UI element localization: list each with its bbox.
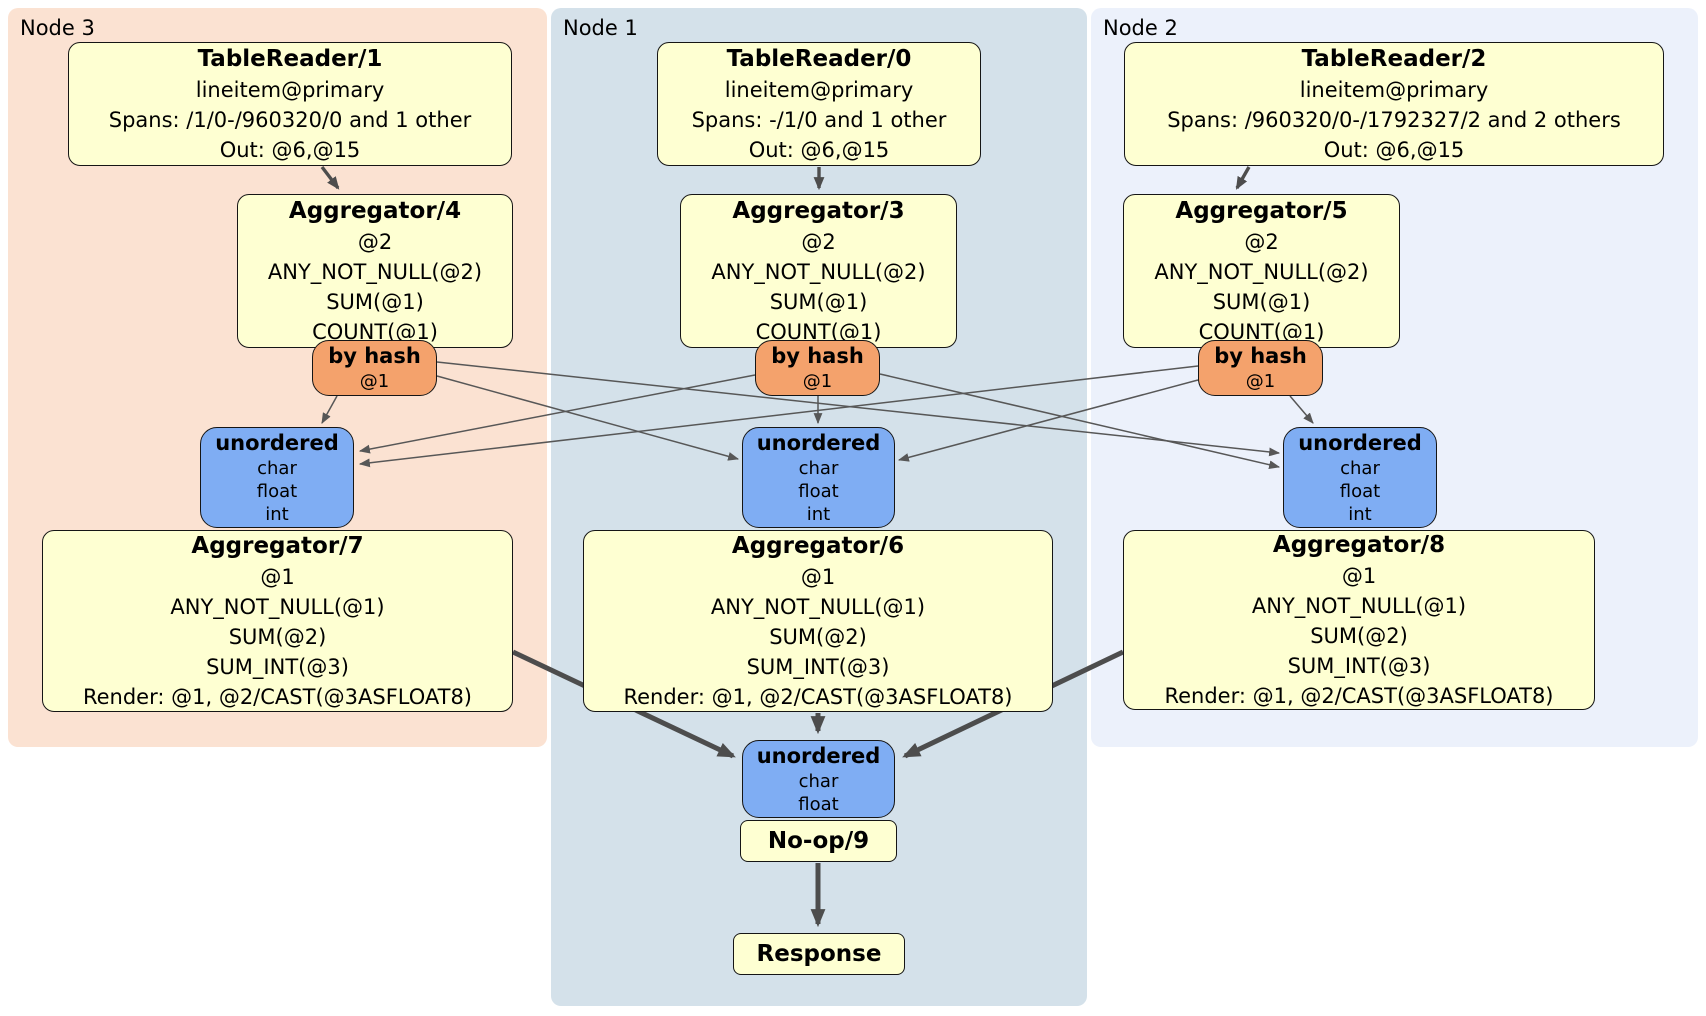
hash-router-node2: by hash @1 xyxy=(1198,340,1323,396)
aggregator-5-node: Aggregator/5 @2 ANY_NOT_NULL(@2) SUM(@1)… xyxy=(1123,194,1400,348)
aggregator-6-fn1: ANY_NOT_NULL(@1) xyxy=(710,595,926,619)
hash-router-node2-title: by hash xyxy=(1214,344,1307,368)
hash-router-node1-cols: @1 xyxy=(802,371,833,392)
unordered-sync-node3-col3: int xyxy=(265,503,289,525)
table-reader-0-index: lineitem@primary xyxy=(724,78,914,102)
unordered-sync-final-title: unordered xyxy=(756,743,881,768)
aggregator-7-render: Render: @1, @2/CAST(@3ASFLOAT8) xyxy=(82,685,473,709)
table-reader-1-node: TableReader/1 lineitem@primary Spans: /1… xyxy=(68,42,512,166)
unordered-sync-node3-col2: float xyxy=(256,480,298,502)
aggregator-4-title: Aggregator/4 xyxy=(288,198,462,224)
edge-tr2-agg5 xyxy=(1235,166,1251,190)
edge-router2-sync3 xyxy=(358,365,1199,468)
edge-router2-sync2 xyxy=(1289,395,1314,424)
edge-router3-sync2 xyxy=(436,361,1281,457)
aggregator-5-groupcols: @2 xyxy=(1244,230,1279,254)
table-reader-2-node: TableReader/2 lineitem@primary Spans: /9… xyxy=(1124,42,1664,166)
table-reader-0-spans: Spans: -/1/0 and 1 other xyxy=(691,108,947,132)
unordered-sync-final-col2: float xyxy=(798,793,839,815)
edge-tr1-agg4 xyxy=(320,165,340,190)
group-node-1-label: Node 1 xyxy=(563,16,638,40)
aggregator-7-title: Aggregator/7 xyxy=(191,533,364,559)
unordered-sync-node1-col2: float xyxy=(798,480,839,502)
unordered-sync-node2-col1: char xyxy=(1340,457,1380,479)
hash-router-node3-title: by hash xyxy=(328,344,421,368)
table-reader-2-out: Out: @6,@15 xyxy=(1323,138,1465,162)
unordered-sync-node1-col3: int xyxy=(806,503,831,525)
table-reader-2-spans: Spans: /960320/0-/1792327/2 and 2 others xyxy=(1167,108,1621,132)
edge-router1-sync2 xyxy=(879,373,1281,470)
aggregator-8-fn1: ANY_NOT_NULL(@1) xyxy=(1251,594,1467,618)
table-reader-0-title: TableReader/0 xyxy=(726,46,912,72)
hash-router-node3: by hash @1 xyxy=(312,340,437,396)
aggregator-4-groupcols: @2 xyxy=(357,230,393,254)
hash-router-node3-cols: @1 xyxy=(359,371,390,392)
unordered-sync-node3: unordered char float int xyxy=(200,427,354,528)
hash-router-node2-cols: @1 xyxy=(1245,371,1276,392)
unordered-sync-node3-col1: char xyxy=(257,457,297,479)
aggregator-7-fn2: SUM(@2) xyxy=(228,625,327,649)
unordered-sync-node3-title: unordered xyxy=(215,430,339,455)
table-reader-2-title: TableReader/2 xyxy=(1301,46,1487,72)
noop-node: No-op/9 xyxy=(740,820,897,862)
edge-router3-sync3 xyxy=(321,395,338,424)
aggregator-3-fn2: SUM(@1) xyxy=(769,290,868,314)
aggregator-7-fn3: SUM_INT(@3) xyxy=(206,655,349,679)
aggregator-7-groupcols: @1 xyxy=(260,565,295,589)
unordered-sync-node2-title: unordered xyxy=(1298,430,1422,455)
aggregator-8-fn2: SUM(@2) xyxy=(1310,624,1408,648)
group-node-2-label: Node 2 xyxy=(1103,16,1178,40)
aggregator-8-title: Aggregator/8 xyxy=(1272,532,1446,558)
aggregator-5-fn2: SUM(@1) xyxy=(1212,290,1311,314)
unordered-sync-node2-col2: float xyxy=(1339,480,1381,502)
aggregator-7-node: Aggregator/7 @1 ANY_NOT_NULL(@1) SUM(@2)… xyxy=(42,530,513,712)
aggregator-3-node: Aggregator/3 @2 ANY_NOT_NULL(@2) SUM(@1)… xyxy=(680,194,957,348)
response-node: Response xyxy=(733,933,905,975)
response-title: Response xyxy=(756,941,882,967)
unordered-sync-node1: unordered char float int xyxy=(742,427,895,528)
table-reader-0-out: Out: @6,@15 xyxy=(748,138,890,162)
table-reader-2-index: lineitem@primary xyxy=(1299,78,1489,102)
aggregator-6-fn2: SUM(@2) xyxy=(769,625,867,649)
aggregator-7-fn1: ANY_NOT_NULL(@1) xyxy=(170,595,385,619)
aggregator-4-fn2: SUM(@1) xyxy=(326,290,424,314)
unordered-sync-final-col1: char xyxy=(798,770,839,792)
aggregator-6-node: Aggregator/6 @1 ANY_NOT_NULL(@1) SUM(@2)… xyxy=(583,530,1053,712)
aggregator-4-fn1: ANY_NOT_NULL(@2) xyxy=(267,260,483,284)
aggregator-5-title: Aggregator/5 xyxy=(1175,198,1348,224)
table-reader-1-spans: Spans: /1/0-/960320/0 and 1 other xyxy=(108,108,472,132)
edge-router3-sync1 xyxy=(436,375,740,461)
aggregator-3-fn1: ANY_NOT_NULL(@2) xyxy=(711,260,926,284)
table-reader-1-out: Out: @6,@15 xyxy=(219,138,361,162)
edge-router1-sync3 xyxy=(358,374,756,454)
aggregator-8-fn3: SUM_INT(@3) xyxy=(1287,654,1431,678)
table-reader-0-node: TableReader/0 lineitem@primary Spans: -/… xyxy=(657,42,981,166)
aggregator-6-groupcols: @1 xyxy=(800,565,836,589)
aggregator-3-title: Aggregator/3 xyxy=(732,198,905,224)
group-node-3-label: Node 3 xyxy=(20,16,95,40)
unordered-sync-final: unordered char float xyxy=(742,740,895,818)
hash-router-node1: by hash @1 xyxy=(755,340,880,396)
aggregator-8-node: Aggregator/8 @1 ANY_NOT_NULL(@1) SUM(@2)… xyxy=(1123,530,1595,710)
table-reader-1-index: lineitem@primary xyxy=(195,78,385,102)
unordered-sync-node2: unordered char float int xyxy=(1283,427,1437,528)
table-reader-1-title: TableReader/1 xyxy=(197,46,383,72)
aggregator-6-render: Render: @1, @2/CAST(@3ASFLOAT8) xyxy=(623,685,1013,709)
aggregator-3-groupcols: @2 xyxy=(801,230,836,254)
noop-title: No-op/9 xyxy=(767,828,870,854)
aggregator-4-node: Aggregator/4 @2 ANY_NOT_NULL(@2) SUM(@1)… xyxy=(237,194,513,348)
edge-router2-sync1 xyxy=(897,379,1199,462)
unordered-sync-node2-col3: int xyxy=(1348,503,1372,525)
hash-router-node1-title: by hash xyxy=(771,344,864,368)
aggregator-6-title: Aggregator/6 xyxy=(731,533,905,559)
aggregator-5-fn1: ANY_NOT_NULL(@2) xyxy=(1154,260,1369,284)
aggregator-8-groupcols: @1 xyxy=(1341,564,1377,588)
aggregator-8-render: Render: @1, @2/CAST(@3ASFLOAT8) xyxy=(1164,684,1554,708)
unordered-sync-node1-title: unordered xyxy=(756,430,881,455)
aggregator-6-fn3: SUM_INT(@3) xyxy=(746,655,890,679)
unordered-sync-node1-col1: char xyxy=(798,457,839,479)
